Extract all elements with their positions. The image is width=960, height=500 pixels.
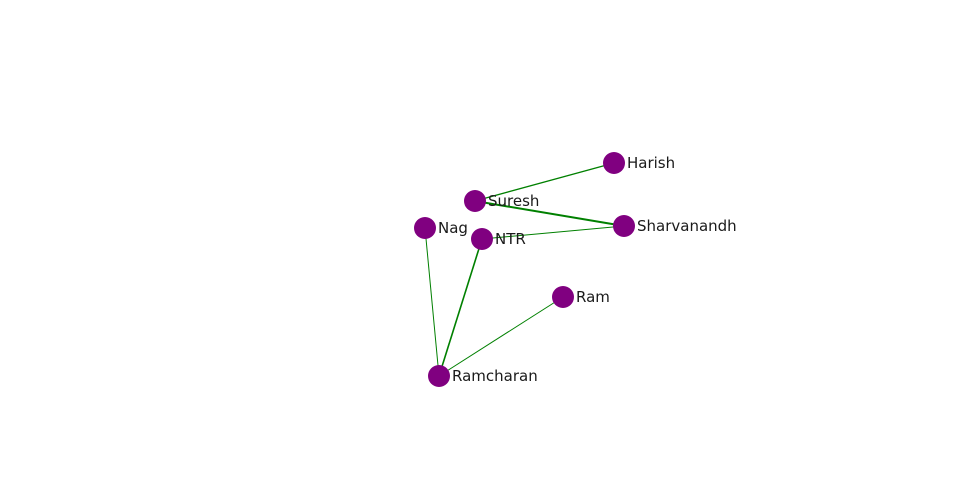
node-suresh[interactable]: Suresh — [464, 190, 539, 212]
node-label: Ram — [576, 288, 610, 306]
edge-ram-ramcharan — [438, 296, 564, 377]
node-circle[interactable] — [464, 190, 486, 212]
node-label: Suresh — [488, 192, 539, 210]
node-ram[interactable]: Ram — [552, 286, 610, 308]
node-ntr[interactable]: NTR — [471, 228, 526, 250]
edge-ntr-ramcharan — [438, 238, 483, 377]
edge-suresh-harish — [474, 162, 615, 202]
edges-layer — [424, 162, 625, 377]
edge-nag-ramcharan — [424, 227, 440, 377]
edge-suresh-sharvanandh — [474, 200, 625, 227]
node-sharvanandh[interactable]: Sharvanandh — [613, 215, 737, 237]
node-circle[interactable] — [613, 215, 635, 237]
node-label: NTR — [495, 230, 526, 248]
node-circle[interactable] — [414, 217, 436, 239]
node-circle[interactable] — [603, 152, 625, 174]
node-circle[interactable] — [428, 365, 450, 387]
node-nag[interactable]: Nag — [414, 217, 468, 239]
node-ramcharan[interactable]: Ramcharan — [428, 365, 538, 387]
node-label: Ramcharan — [452, 367, 538, 385]
node-label: Nag — [438, 219, 468, 237]
node-circle[interactable] — [471, 228, 493, 250]
edge-ntr-sharvanandh — [481, 225, 625, 240]
node-circle[interactable] — [552, 286, 574, 308]
node-harish[interactable]: Harish — [603, 152, 675, 174]
node-label: Sharvanandh — [637, 217, 737, 235]
node-label: Harish — [627, 154, 675, 172]
